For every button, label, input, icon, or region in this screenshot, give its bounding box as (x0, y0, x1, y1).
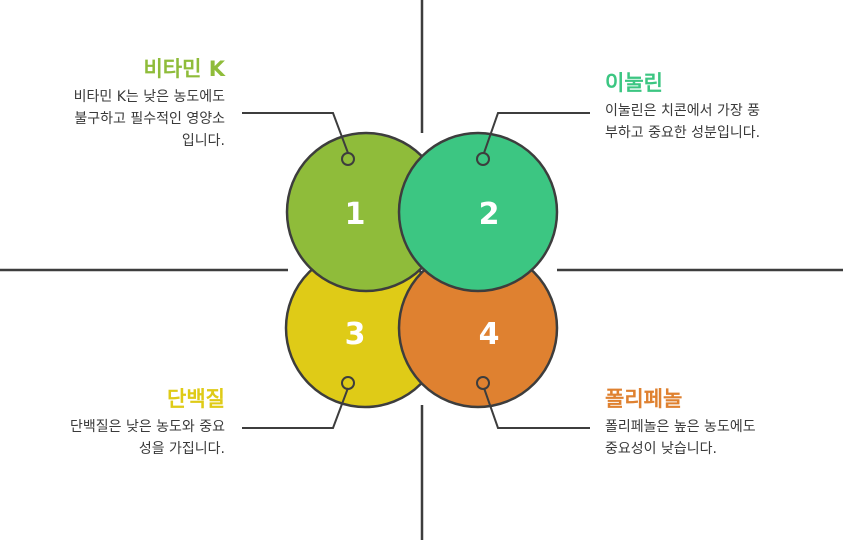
connector-4 (483, 387, 590, 429)
item-2-description: 이눌린은 치콘에서 가장 풍 부하고 중요한 성분입니다. (605, 100, 835, 144)
item-4-title: 폴리페놀 (605, 387, 683, 411)
item-4-block: 폴리페놀 폴리페놀은 높은 농도에도 중요성이 낮습니다. (605, 386, 835, 460)
item-3-description: 단백질은 낮은 농도와 중요 성을 가집니다. (10, 416, 225, 460)
item-3-desc-line: 단백질은 낮은 농도와 중요 (69, 419, 225, 435)
item-2-desc-line: 부하고 중요한 성분입니다. (605, 125, 761, 141)
circle-2 (397, 131, 559, 293)
circle-number-4: 4 (479, 317, 500, 352)
circle-number-2: 2 (479, 197, 500, 232)
item-4-description: 폴리페놀은 높은 농도에도 중요성이 낮습니다. (605, 416, 835, 460)
connector-2 (483, 112, 590, 154)
item-2-block: 이눌린 이눌린은 치콘에서 가장 풍 부하고 중요한 성분입니다. (605, 70, 835, 144)
circle-number-3: 3 (345, 317, 366, 352)
connector-3 (242, 387, 349, 429)
item-1-description: 비타민 K는 낮은 농도에도 불구하고 필수적인 영양소 입니다. (10, 86, 225, 152)
item-1-desc-line: 비타민 K는 낮은 농도에도 (73, 89, 225, 105)
connector-1 (242, 112, 349, 154)
anchor-dot-1 (341, 152, 355, 166)
item-2-title: 이눌린 (605, 71, 663, 95)
item-2-desc-line: 이눌린은 치콘에서 가장 풍 (605, 103, 761, 119)
item-4-desc-line: 폴리페놀은 높은 농도에도 (605, 419, 756, 435)
item-1-block: 비타민 K 비타민 K는 낮은 농도에도 불구하고 필수적인 영양소 입니다. (10, 56, 225, 152)
circle-number-1: 1 (345, 197, 366, 232)
item-3-desc-line: 성을 가집니다. (138, 441, 225, 457)
item-1-desc-line: 입니다. (181, 133, 225, 149)
anchor-dot-3 (341, 376, 355, 390)
item-3-title: 단백질 (167, 387, 225, 411)
item-3-block: 단백질 단백질은 낮은 농도와 중요 성을 가집니다. (10, 386, 225, 460)
item-1-title: 비타민 K (143, 57, 225, 81)
anchor-dot-4 (476, 376, 490, 390)
item-4-desc-line: 중요성이 낮습니다. (605, 441, 717, 457)
anchor-dot-2 (476, 152, 490, 166)
item-1-desc-line: 불구하고 필수적인 영양소 (74, 111, 225, 127)
